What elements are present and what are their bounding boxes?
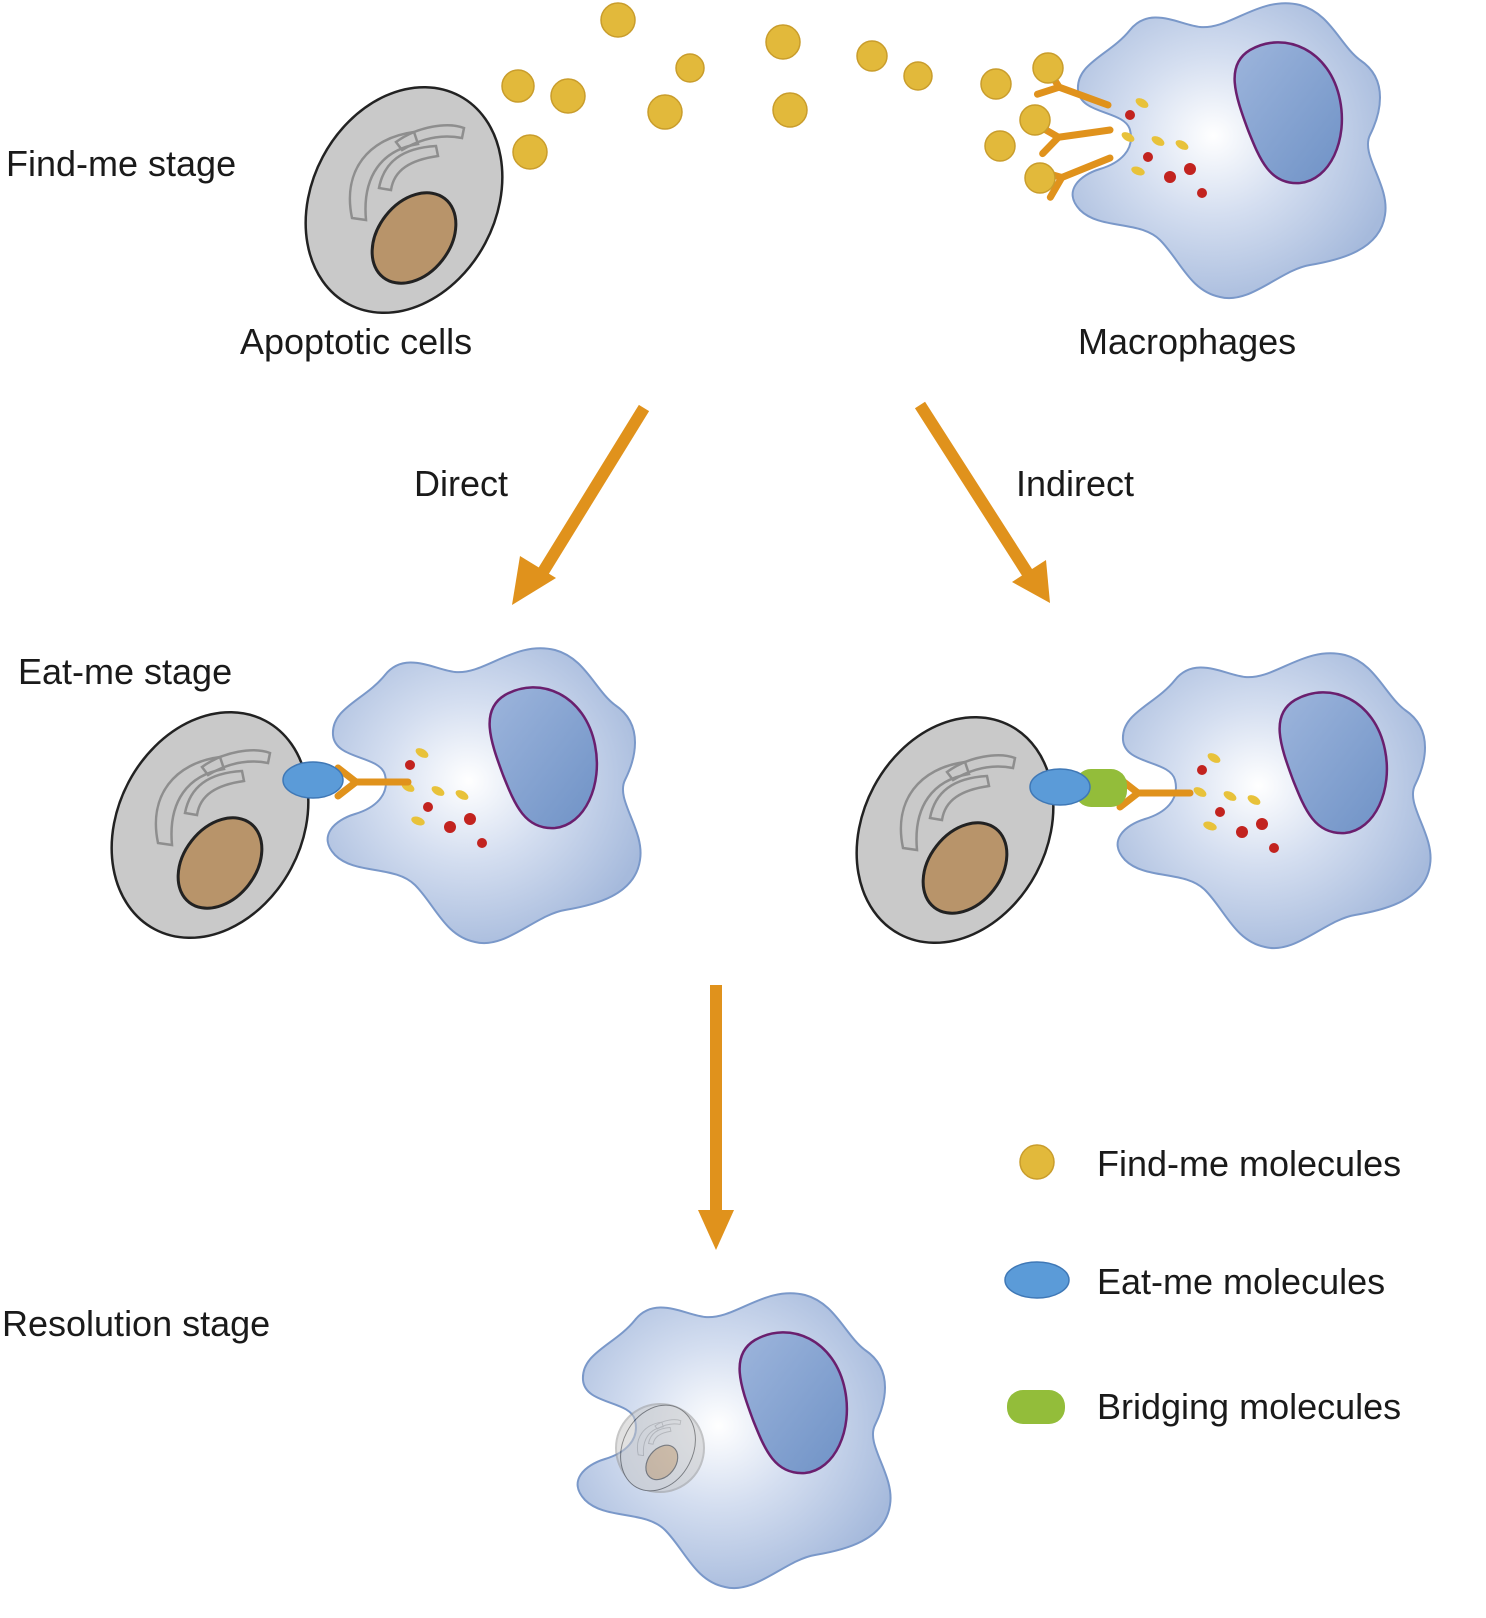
find-me-molecule-icon <box>1019 1144 1055 1180</box>
legend-bridging-label: Bridging molecules <box>1097 1386 1402 1427</box>
legend-eat-me-label: Eat-me molecules <box>1097 1261 1386 1302</box>
indirect-bridging-molecule <box>1075 769 1127 807</box>
find-me-stage-label: Find-me stage <box>6 143 237 184</box>
indirect-arrow <box>914 401 1050 603</box>
find-me-macrophage <box>1037 1 1387 300</box>
eat-me-stage-label: Eat-me stage <box>18 651 233 692</box>
engulfed-apoptotic-cell <box>605 1391 711 1505</box>
apoptotic-cells-label: Apoptotic cells <box>240 321 473 362</box>
direct-arrow <box>512 404 650 605</box>
direct-macrophage <box>326 646 642 945</box>
resolution-arrow <box>698 985 734 1250</box>
macrophages-label: Macrophages <box>1078 321 1297 362</box>
find-me-apoptotic-cell <box>265 51 543 349</box>
resolution-stage-label: Resolution stage <box>2 1303 271 1344</box>
direct-eat-me-molecule <box>282 761 344 799</box>
direct-label: Direct <box>414 463 509 504</box>
bridging-molecule-icon <box>1007 1390 1065 1424</box>
find-me-molecules-cloud <box>501 2 1064 194</box>
legend-find-me-label: Find-me molecules <box>1097 1143 1402 1184</box>
indirect-label: Indirect <box>1016 463 1135 504</box>
indirect-macrophage <box>1116 651 1432 950</box>
indirect-apoptotic-cell <box>816 681 1094 979</box>
eat-me-molecule-icon <box>1004 1261 1070 1299</box>
direct-apoptotic-cell <box>71 676 349 974</box>
indirect-eat-me-molecule <box>1029 768 1091 806</box>
resolution-macrophage <box>576 1291 892 1590</box>
